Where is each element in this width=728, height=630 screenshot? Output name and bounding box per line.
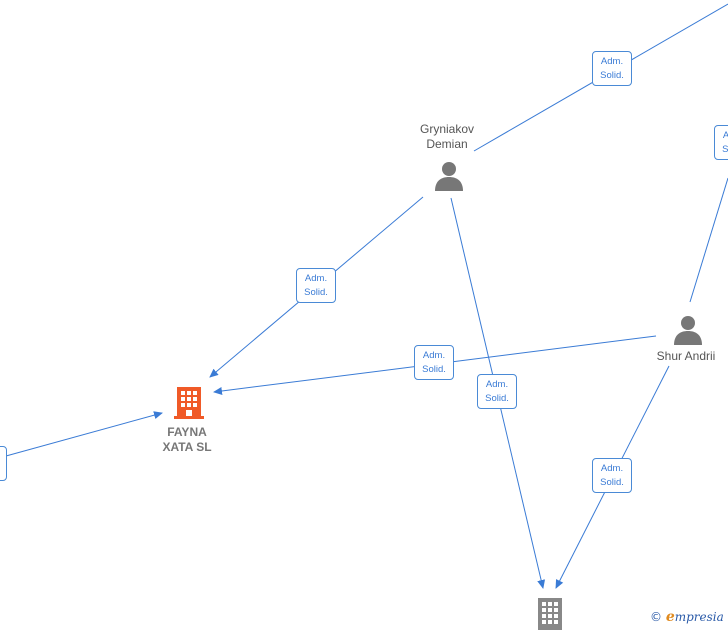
building-icon[interactable] <box>174 385 204 419</box>
edge-label-line1: Adm. <box>600 56 624 67</box>
edge-label-offscreen-left[interactable]: Adm. Solid. <box>0 446 7 481</box>
edge-label-line2: Solid. <box>600 70 624 81</box>
person-name-line2: Demian <box>426 137 468 151</box>
edge-label-line2: Solid. <box>304 287 328 298</box>
edge-label-offscreen-shur[interactable]: Adm. Solid. <box>714 125 728 160</box>
edge-label-line1: Adm. <box>0 450 6 464</box>
edge-label-gryniakov-offscreen[interactable]: Adm. Solid. <box>592 51 632 86</box>
edge-label-gryniakov-bottom[interactable]: Adm. Solid. <box>477 374 517 409</box>
edge-label-line2: Solid. <box>0 464 6 478</box>
company-name-line1: FAYNA <box>167 425 207 439</box>
person-label-gryniakov[interactable]: Gryniakov Demian <box>397 122 497 152</box>
company-name-line2: XATA SL <box>162 440 212 454</box>
person-label-shur[interactable]: Shur Andrii <box>636 349 728 364</box>
edge-label-line2: Solid. <box>485 393 509 404</box>
edge-label-shur-fayna[interactable]: Adm. Solid. <box>414 345 454 380</box>
edge-offscreen-to-shur <box>689 177 728 303</box>
brand-initial: e <box>665 609 675 625</box>
edge-label-line2: Solid. <box>722 144 728 155</box>
edge-label-line2: Solid. <box>422 364 446 375</box>
edge-label-line1: Adm. <box>304 273 328 284</box>
edge-label-gryniakov-fayna[interactable]: Adm. Solid. <box>296 268 336 303</box>
building-icon[interactable] <box>535 596 565 630</box>
edge-label-line2: Solid. <box>600 477 624 488</box>
brand-name: mpresia <box>674 610 724 624</box>
person-name-line1: Gryniakov <box>419 122 475 136</box>
company-label-fayna[interactable]: FAYNA XATA SL <box>137 425 237 455</box>
edge-label-line1: Adm. <box>485 379 509 390</box>
edge-label-shur-bottom[interactable]: Adm. Solid. <box>592 458 632 493</box>
person-icon[interactable] <box>434 160 464 192</box>
edge-label-line1: Adm. <box>422 350 446 361</box>
person-name: Shur Andrii <box>656 349 716 363</box>
edge-label-line1: Adm. <box>600 463 624 474</box>
person-icon[interactable] <box>673 314 703 346</box>
edge-label-line1: Adm. <box>722 130 728 141</box>
edge-offscreen-left-to-fayna <box>5 411 163 457</box>
empresia-watermark: © empresia <box>650 609 724 625</box>
copyright-symbol: © <box>650 610 662 624</box>
